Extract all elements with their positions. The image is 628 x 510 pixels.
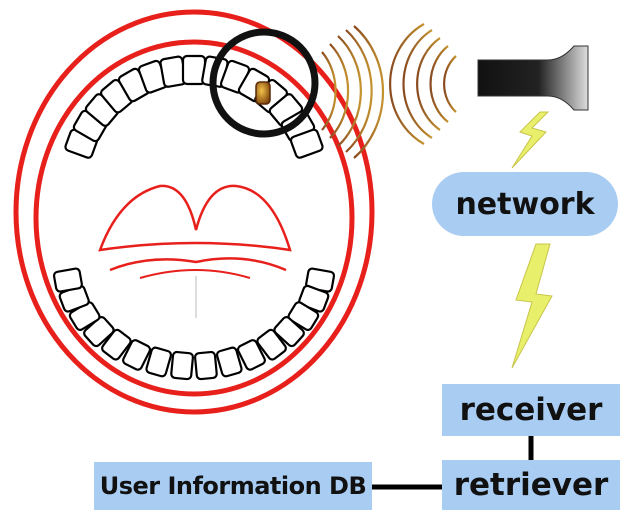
tooth bbox=[256, 328, 287, 361]
tooth bbox=[170, 350, 195, 381]
tooth-chip bbox=[255, 81, 271, 105]
network-node: network bbox=[432, 172, 618, 236]
tooth bbox=[145, 346, 173, 378]
inner-lip bbox=[33, 39, 355, 397]
tongue-line-2 bbox=[139, 269, 251, 279]
tongue bbox=[98, 184, 292, 252]
retriever-box: retriever bbox=[442, 460, 620, 510]
receiver-box: receiver bbox=[442, 384, 620, 436]
user-information-db-box: User Information DB bbox=[94, 462, 372, 510]
upper-teeth bbox=[64, 54, 324, 159]
tooth bbox=[101, 328, 132, 361]
lightning-bolt-upper bbox=[511, 111, 550, 169]
sound-waves-right bbox=[389, 23, 457, 145]
tooth bbox=[193, 350, 218, 381]
speaker-icon bbox=[477, 45, 589, 111]
outer-lip bbox=[13, 9, 375, 415]
sound-waves-left bbox=[321, 25, 385, 159]
mouth-illustration bbox=[13, 9, 375, 415]
tooth bbox=[273, 316, 305, 348]
tooth bbox=[289, 128, 324, 159]
tongue-line bbox=[109, 257, 287, 272]
lightning-bolt-lower bbox=[511, 243, 553, 369]
tooth bbox=[215, 346, 243, 378]
highlight-circle bbox=[209, 28, 319, 138]
tooth bbox=[236, 339, 266, 371]
tooth bbox=[122, 339, 152, 371]
tooth bbox=[52, 267, 83, 293]
lower-teeth bbox=[52, 267, 336, 381]
